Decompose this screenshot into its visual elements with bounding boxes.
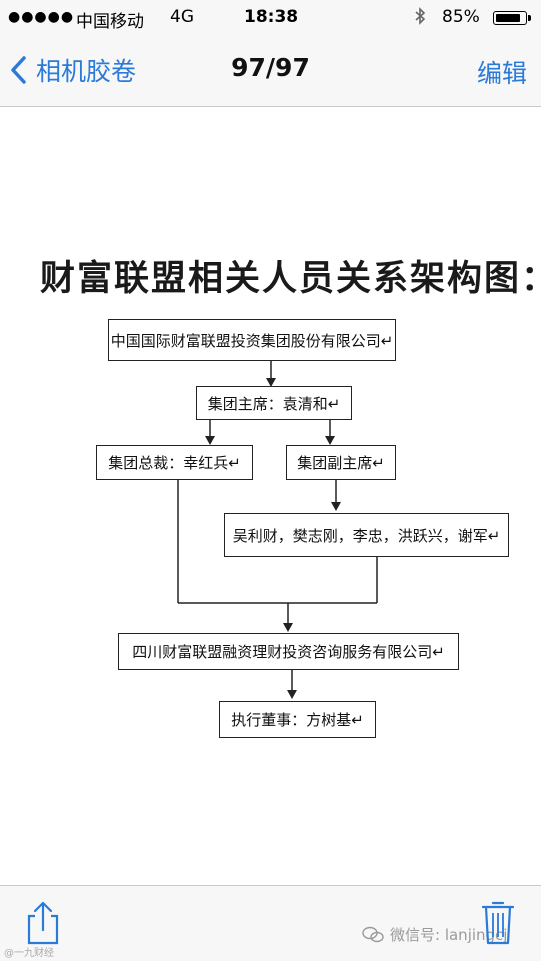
corner-watermark: @一九财经 xyxy=(4,948,54,959)
box-parent-company: 中国国际财富联盟投资集团股份有限公司↵ xyxy=(108,319,396,361)
box-president: 集团总裁：幸红兵↵ xyxy=(96,445,253,480)
back-button[interactable]: 相机胶卷 xyxy=(10,50,136,90)
box-chairman: 集团主席：袁清和↵ xyxy=(196,386,352,420)
network-type: 4G xyxy=(170,7,194,27)
box-executive-director: 执行董事：方树基↵ xyxy=(219,701,376,738)
chart-title: 财富联盟相关人员关系架构图： xyxy=(40,258,541,299)
arrow-sichuan xyxy=(283,623,293,632)
battery-icon xyxy=(493,11,527,25)
box-vice-chairman-names: 吴利财，樊志刚，李忠，洪跃兴，谢军↵ xyxy=(224,513,509,557)
carrier-name: 中国移动 xyxy=(76,12,144,32)
chevron-left-icon xyxy=(11,56,26,84)
battery-tip xyxy=(528,15,531,21)
arrow-president xyxy=(205,436,215,445)
battery-percent: 85% xyxy=(442,7,480,27)
navigation-bar: 相机胶卷 97/97 编辑 xyxy=(0,36,541,107)
edit-button[interactable]: 编辑 xyxy=(476,59,527,88)
trash-icon[interactable] xyxy=(480,898,516,950)
bottom-toolbar: 微信号: lanjingcj @一九财经 xyxy=(0,885,541,961)
watermark-text: 微信号: lanjingcj xyxy=(390,926,508,944)
battery-fill xyxy=(496,14,520,22)
arrow-vice-names xyxy=(331,502,341,511)
wechat-watermark: 微信号: lanjingcj xyxy=(362,924,507,945)
org-chart-connectors xyxy=(177,360,378,699)
box-sichuan-company: 四川财富联盟融资理财投资咨询服务有限公司↵ xyxy=(118,633,459,670)
arrow-chairman xyxy=(266,378,276,387)
clock: 18:38 xyxy=(244,7,299,27)
status-bar: ●●●●● 中国移动 4G 18:38 85% xyxy=(0,0,541,36)
arrow-director xyxy=(287,690,297,699)
back-label: 相机胶卷 xyxy=(36,57,137,86)
box-vice-chairman: 集团副主席↵ xyxy=(286,445,396,480)
signal-strength: ●●●●● xyxy=(8,9,75,25)
arrow-vice xyxy=(325,436,335,445)
bluetooth-icon xyxy=(414,7,426,29)
wechat-icon xyxy=(362,926,384,942)
share-icon[interactable] xyxy=(24,900,62,950)
photo-view[interactable]: 财富联盟相关人员关系架构图： 中国国际财富联盟投资集团股份有限公司↵ 集团主席：… xyxy=(0,107,541,885)
